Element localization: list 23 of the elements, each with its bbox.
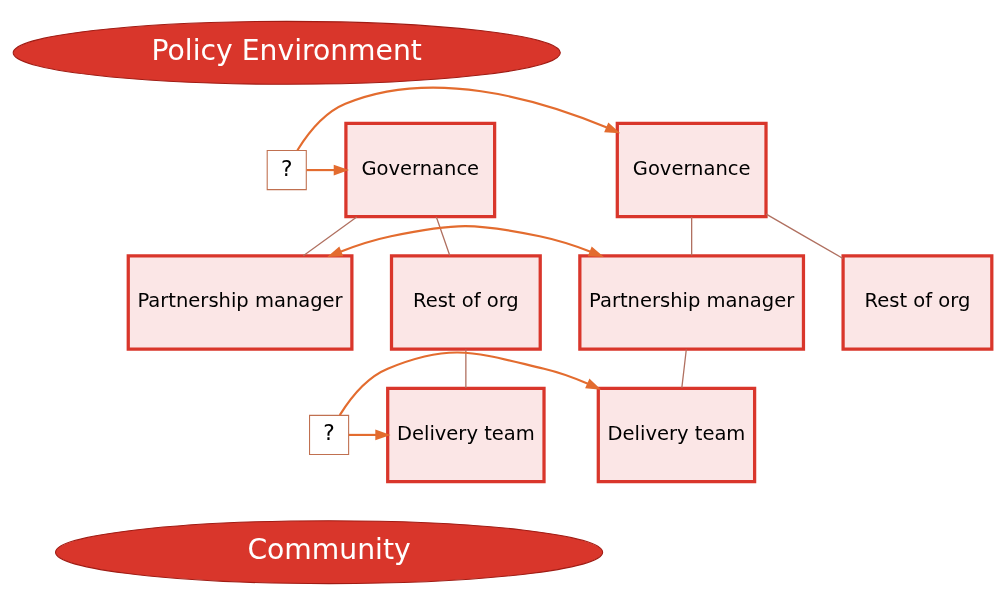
node-box: ? xyxy=(309,414,350,456)
node-ellipse: Policy Environment xyxy=(12,20,561,85)
connector xyxy=(681,348,687,389)
node-box: Rest of org xyxy=(841,254,994,351)
connector xyxy=(691,216,693,257)
arrow xyxy=(338,351,602,416)
connector xyxy=(765,213,844,260)
arrow xyxy=(327,225,604,257)
node-box: Governance xyxy=(615,121,768,219)
node-box: ? xyxy=(266,149,307,191)
node-box: Partnership manager xyxy=(578,254,806,351)
node-box: Partnership manager xyxy=(126,254,354,351)
arrow xyxy=(296,86,621,151)
connector xyxy=(435,216,451,257)
connector xyxy=(302,216,358,257)
node-box: Rest of org xyxy=(389,254,542,351)
arrow xyxy=(348,429,391,441)
connector xyxy=(465,348,467,389)
node-box: Delivery team xyxy=(386,386,546,484)
node-ellipse: Community xyxy=(54,520,604,585)
node-box: Governance xyxy=(344,121,497,219)
arrow xyxy=(306,164,349,176)
node-box: Delivery team xyxy=(596,386,757,484)
